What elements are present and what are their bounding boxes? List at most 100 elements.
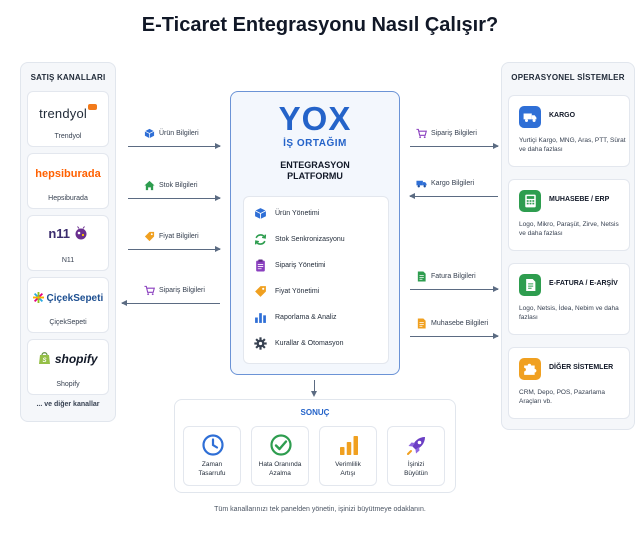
home-icon [144,180,155,191]
trendyol-logo: trendyol [28,104,108,121]
platform-title: ENTEGRASYON PLATFORMU [280,160,350,181]
ops-card-desc: Logo, Netsis, İdea, Nebim ve daha fazlas… [519,305,619,321]
box-icon [144,128,155,139]
flow-product-info: Ürün Bilgileri [128,128,221,152]
trendyol-go-badge-icon [87,104,97,110]
ops-card-other-systems[interactable]: DİĞER SİSTEMLER CRM, Depo, POS, Pazarlam… [508,347,630,419]
ops-card-title: KARGO [549,112,576,119]
logo-subtitle: İŞ ORTAĞIM [283,138,347,149]
ops-card-cargo[interactable]: KARGO Yurtiçi Kargo, MNG, Aras, PTT, Sür… [508,95,630,167]
rocket-icon [407,437,425,455]
gear-icon [254,337,267,350]
document-icon [417,271,426,282]
calculator-icon [519,190,541,212]
sales-channels-title: SATIŞ KANALLARI [30,73,106,82]
channel-card-ciceksepeti[interactable]: ÇiçekSepeti ÇiçekSepeti [27,277,109,333]
ops-card-title: E-FATURA / E-ARŞİV [549,280,618,287]
ops-card-einvoice[interactable]: E-FATURA / E-ARŞİV Logo, Netsis, İdea, N… [508,263,630,335]
arrow-down-head [311,391,317,397]
result-grow-business: İşinizi Büyütün [387,426,445,486]
feature-rules-automation[interactable]: Kurallar & Otomasyon [254,337,343,350]
ops-card-title: MUHASEBE / ERP [549,196,610,203]
cart-icon [416,128,427,139]
hepsiburada-logo: hepsiburada [35,168,101,180]
yox-logo: YOX [278,100,352,137]
flow-accounting-info: Muhasebe Bilgileri [410,318,499,342]
ops-card-desc: Logo, Mikro, Paraşüt, Zirve, Netsis ve d… [519,221,619,237]
check-circle-icon [270,434,292,456]
arrow-right [410,286,499,292]
operational-systems-title: OPERASYONEL SİSTEMLER [511,73,625,82]
channel-name: ÇiçekSepeti [49,319,87,326]
flow-order-info-left: Sipariş Bilgileri [121,285,220,309]
flow-label: Muhasebe Bilgileri [431,320,489,327]
flow-label: Stok Bilgileri [159,182,198,189]
puzzle-icon [519,358,541,380]
feature-reporting-analytics[interactable]: Raporlama & Analiz [254,311,336,324]
more-channels-text: ... ve diğer kanallar [36,401,100,408]
tag-icon [255,286,266,297]
flow-label: Sipariş Bilgileri [431,130,477,137]
ops-card-desc: CRM, Depo, POS, Pazarlama Araçları vb. [519,389,605,405]
channel-card-hepsiburada[interactable]: hepsiburada Hepsiburada [27,153,109,209]
invoice-icon [519,274,541,296]
channel-name: N11 [61,257,75,264]
sync-icon [254,234,267,245]
footer-text: Tüm kanallarınızı tek panelden yönetin, … [214,506,426,513]
channel-name: Hepsiburada [48,195,88,202]
arrow-right [128,143,221,149]
shopify-bag-icon: S [39,352,51,364]
flow-cargo-info: Kargo Bilgileri [409,178,498,202]
channel-card-shopify[interactable]: S shopify Shopify [27,339,109,395]
channel-name: Shopify [56,381,80,388]
arrow-right [410,333,499,339]
flow-price-info: Fiyat Bilgileri [128,231,221,255]
bar-chart-icon [340,436,358,455]
arrow-down [314,380,315,393]
ops-card-accounting-erp[interactable]: MUHASEBE / ERP Logo, Mikro, Paraşüt, Zir… [508,179,630,251]
ops-card-desc: Yurtiçi Kargo, MNG, Aras, PTT, Sürat ve … [519,137,626,153]
feature-order-management[interactable]: Sipariş Yönetimi [254,259,325,272]
channel-card-trendyol[interactable]: trendyol Trendyol [27,91,109,147]
box-icon [254,208,267,219]
channel-name: Trendyol [54,133,82,140]
channel-card-n11[interactable]: n11 N11 [27,215,109,271]
truck-icon [416,180,427,188]
flow-label: Sipariş Bilgileri [159,287,205,294]
flow-label: Fatura Bilgileri [431,273,476,280]
clock-icon [202,434,224,456]
svg-text:S: S [43,358,47,364]
flow-invoice-info: Fatura Bilgileri [410,271,499,295]
document-icon [417,318,426,329]
feature-stock-sync[interactable]: Stok Senkronizasyonu [254,233,345,246]
ciceksepeti-flower-icon [32,292,44,303]
page-title: E-Ticaret Entegrasyonu Nasıl Çalışır? [141,14,499,36]
feature-product-management[interactable]: Ürün Yönetimi [254,207,319,220]
flow-label: Ürün Bilgileri [159,130,199,137]
shopify-logo: S shopify [28,351,108,366]
sales-channels-panel: SATIŞ KANALLARI trendyol Trendyol hepsib… [20,62,116,422]
arrow-right [128,195,221,201]
result-efficiency-increase: Verimlilik Artışı [319,426,377,486]
tag-icon [144,231,155,242]
feature-list: Ürün Yönetimi Stok Senkronizasyonu Sipar… [243,196,389,364]
flow-order-info-right: Sipariş Bilgileri [410,128,499,152]
flow-label: Fiyat Bilgileri [159,233,199,240]
truck-icon [519,106,541,128]
arrow-left [409,193,498,199]
ciceksepeti-logo: ÇiçekSepeti [28,292,108,304]
result-panel: SONUÇ Zaman Tasarrufu Hata Oranında Azal… [174,399,456,493]
flow-label: Kargo Bilgileri [431,180,475,187]
result-error-reduction: Hata Oranında Azalma [251,426,309,486]
integration-platform-box: YOX İŞ ORTAĞIM ENTEGRASYON PLATFORMU Ürü… [230,91,400,375]
ops-card-title: DİĞER SİSTEMLER [549,364,614,371]
result-title: SONUÇ [300,408,330,417]
arrow-right [128,246,221,252]
feature-price-management[interactable]: Fiyat Yönetimi [254,285,319,298]
bar-chart-icon [255,313,266,323]
n11-logo: n11 [28,226,108,241]
result-time-saving: Zaman Tasarrufu [183,426,241,486]
clipboard-icon [256,259,265,272]
n11-bug-icon [75,226,87,240]
arrow-right [410,143,499,149]
